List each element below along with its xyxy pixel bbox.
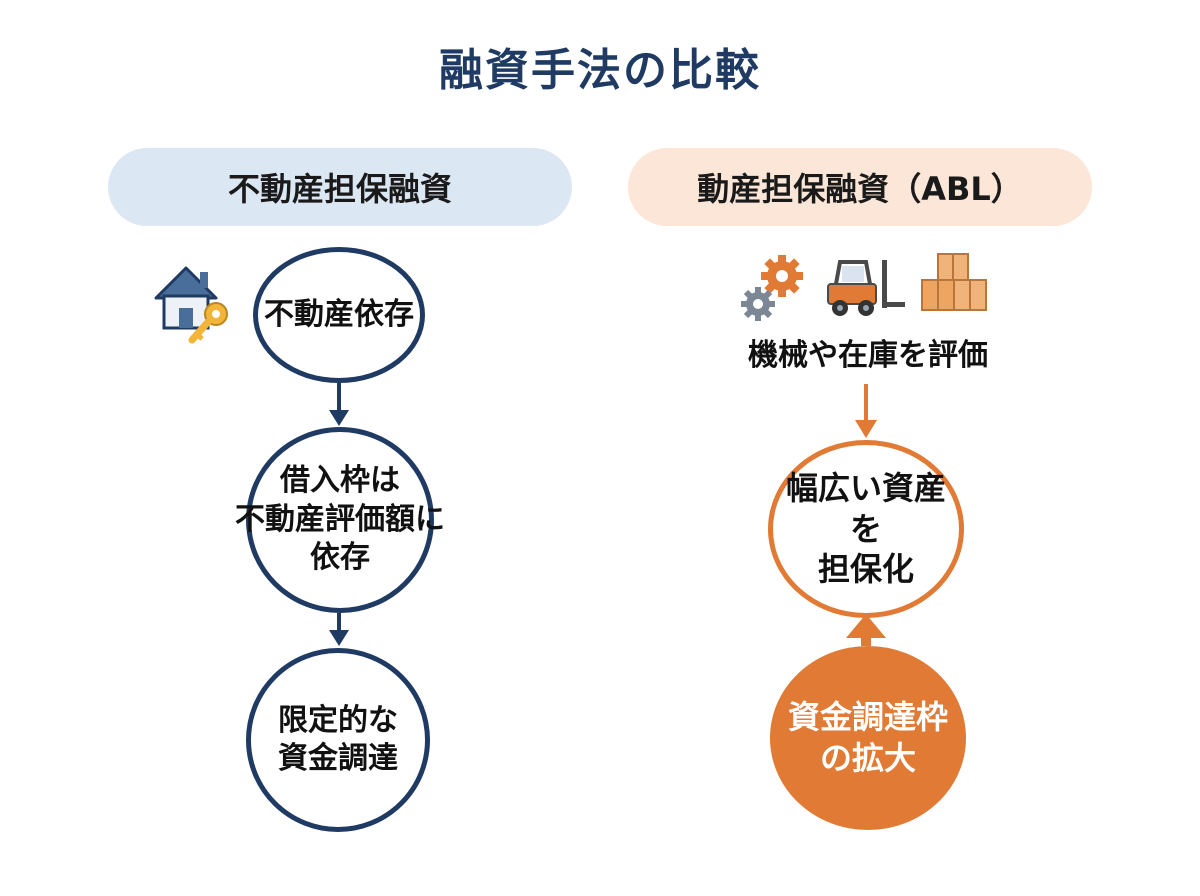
step-line: 依存: [310, 540, 370, 576]
step-line: 不動産評価額に: [235, 501, 445, 537]
step-real-estate-dependence: 不動産依存: [253, 247, 425, 383]
left-arrow-1: [329, 383, 349, 426]
header-abl-loan: 動産担保融資（ABL）: [628, 148, 1092, 226]
right-arrow-down: [855, 384, 877, 438]
gears-icon: [738, 252, 810, 328]
step-broad-asset-collateral: 幅広い資産を 担保化: [768, 440, 964, 618]
step-line: 幅広い資産を: [785, 468, 946, 548]
forklift-icon: [822, 254, 908, 322]
house-key-icon: [150, 258, 240, 352]
step-line: 限定的な: [278, 702, 398, 738]
step-line: 資金調達: [278, 741, 398, 776]
page-title: 融資手法の比較: [439, 45, 761, 96]
step-expanded-financing: 資金調達枠 の拡大: [770, 646, 966, 830]
step-line: 資金調達枠: [787, 698, 948, 737]
step-limited-financing: 限定的な 資金調達: [246, 648, 430, 832]
header-real-estate-loan: 不動産担保融資: [108, 148, 572, 226]
boxes-icon: [916, 248, 992, 328]
step-line: 担保化: [817, 550, 914, 589]
step-limit-depends-on-valuation: 借入枠は 不動産評価額に 依存: [235, 427, 445, 613]
step-line: の拡大: [819, 739, 916, 777]
step-evaluate-machinery-inventory: 機械や在庫を評価: [748, 338, 988, 373]
step-line: 借入枠は: [280, 463, 400, 499]
right-arrow-up: [846, 614, 886, 646]
left-arrow-2: [329, 613, 349, 646]
